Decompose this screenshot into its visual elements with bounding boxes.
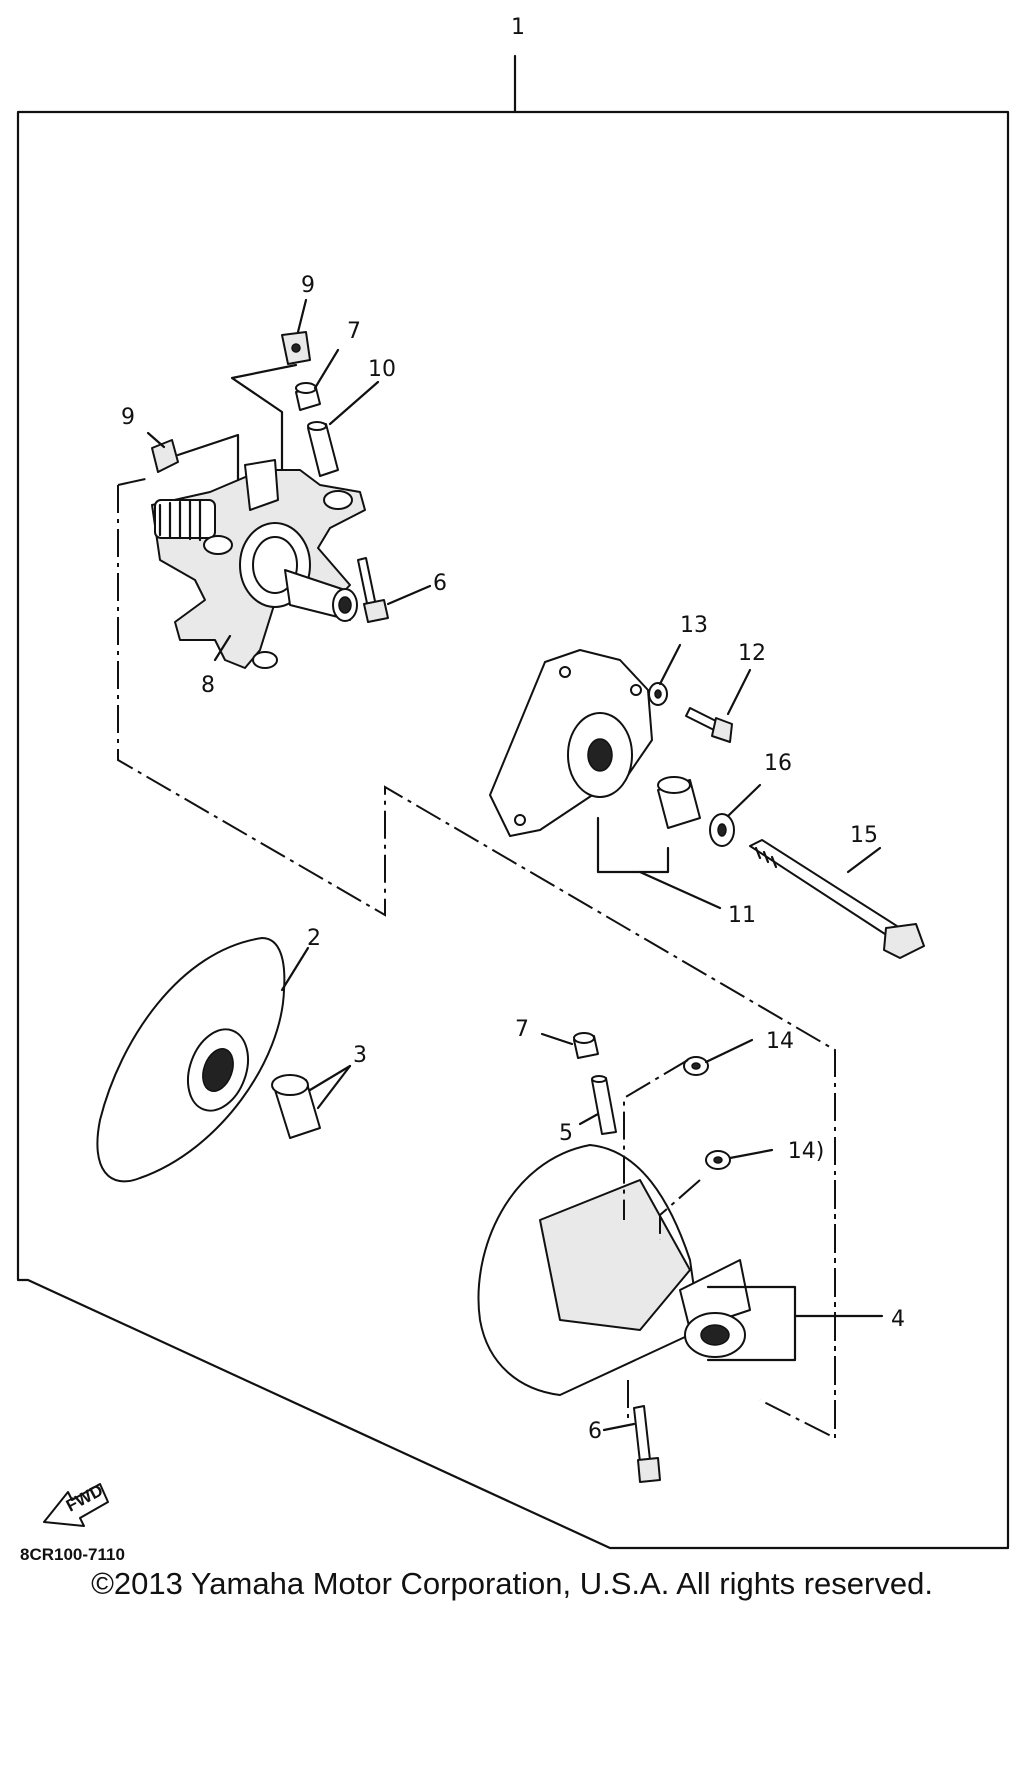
nut-7-upper	[295, 382, 321, 411]
washer-13	[648, 682, 668, 706]
washer-14-lower	[705, 1150, 731, 1170]
callout-9-upper: 9	[301, 273, 315, 298]
nut-7-lower	[573, 1032, 599, 1059]
callout-8: 8	[201, 673, 215, 698]
callout-1: 1	[511, 15, 525, 40]
callout-7-lower: 7	[515, 1017, 529, 1042]
callout-14-lower: 14)	[788, 1139, 825, 1164]
washer-16	[709, 813, 735, 847]
bolt-6-upper	[357, 557, 389, 623]
callout-11: 11	[728, 903, 756, 928]
callout-15: 15	[850, 823, 878, 848]
callout-7-upper: 7	[347, 319, 361, 344]
cover-11	[489, 649, 670, 874]
weight-9-left	[151, 433, 240, 482]
assembly-frame	[16, 54, 1010, 1550]
sheave-2	[96, 937, 286, 1183]
bolt-12	[685, 707, 733, 743]
collar-3	[271, 1074, 321, 1139]
callout-6-upper: 6	[433, 571, 447, 596]
assembly-lines-lower	[623, 1059, 836, 1440]
drawing-code: 8CR100-7110	[20, 1545, 125, 1560]
copyright-notice: ©2013 Yamaha Motor Corporation, U.S.A. A…	[91, 1566, 933, 1601]
callout-10: 10	[368, 357, 396, 382]
washer-14-upper	[683, 1056, 709, 1076]
weight-9-upper	[230, 331, 311, 472]
spider-assembly	[151, 459, 366, 669]
exploded-parts-diagram: FWD 1 2 3 4 5 6 6 7 7 8 9 9 10 11 12 13 …	[16, 15, 1010, 1560]
bolt-15	[749, 839, 925, 959]
callout-9-left: 9	[121, 405, 135, 430]
moveable-sheave-4	[477, 1144, 797, 1396]
callout-13: 13	[680, 613, 708, 638]
pin-5	[591, 1075, 617, 1135]
callout-4: 4	[891, 1307, 905, 1332]
leader-lines	[146, 298, 884, 1432]
callout-5: 5	[559, 1121, 573, 1146]
fwd-arrow-icon: FWD	[43, 1481, 109, 1527]
callout-14-upper: 14	[766, 1029, 794, 1054]
bolt-6-lower	[633, 1405, 661, 1483]
pin-10	[307, 421, 339, 477]
callout-2: 2	[307, 926, 321, 951]
callout-6-lower: 6	[588, 1419, 602, 1444]
spider-group-outline	[117, 477, 836, 1438]
bushing-16	[657, 776, 701, 829]
callout-12: 12	[738, 641, 766, 666]
callout-16: 16	[764, 751, 792, 776]
callout-3: 3	[353, 1043, 367, 1068]
